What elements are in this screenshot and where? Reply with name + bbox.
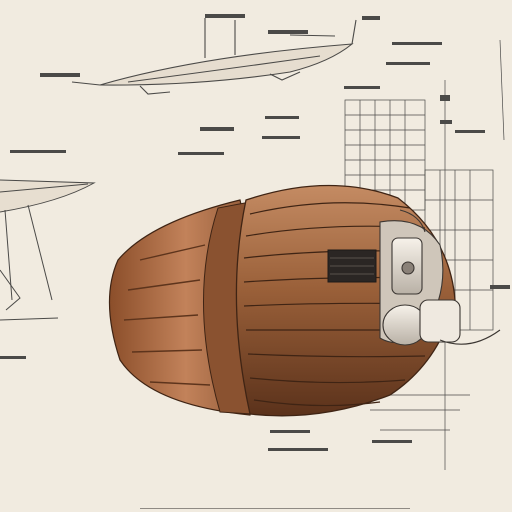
front-mechanism	[379, 209, 501, 346]
nose-flutes	[123, 244, 211, 386]
annotation-scribbles	[0, 14, 510, 451]
technical-grid	[344, 39, 505, 470]
caption-underline	[140, 508, 410, 509]
engine-nacelle-drawing	[108, 184, 501, 417]
wing-structure-sketch	[0, 179, 96, 321]
intake-vent-slats	[330, 257, 374, 275]
airship-side-sketch	[71, 18, 357, 95]
blueprint-caption	[0, 498, 512, 512]
